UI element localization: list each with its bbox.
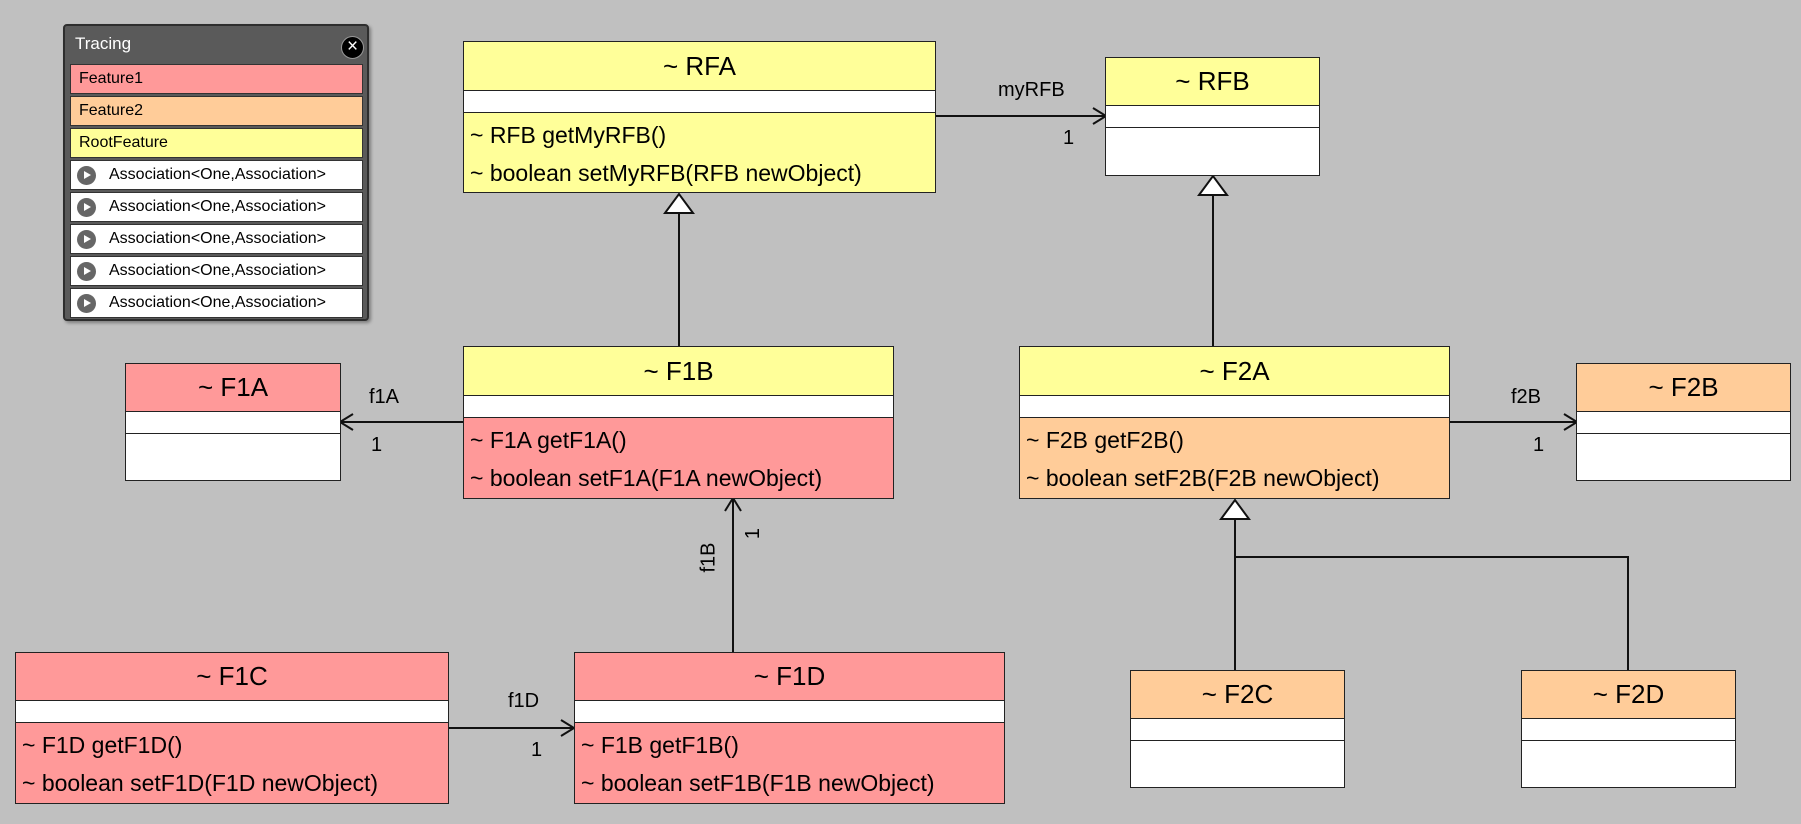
- class-F1B[interactable]: ~ F1B ~ F1A getF1A() ~ boolean setF1A(F1…: [463, 346, 894, 499]
- assoc-f1A-line: [338, 413, 464, 431]
- feature-item-feature1[interactable]: Feature1: [70, 64, 363, 94]
- association-label: Association<One,Association>: [109, 166, 327, 183]
- operation: ~ F2B getF2B(): [1026, 427, 1184, 453]
- class-name: ~ F1D: [575, 653, 1004, 701]
- class-name: ~ F2C: [1131, 671, 1344, 719]
- play-icon[interactable]: [77, 230, 96, 249]
- class-F1A[interactable]: ~ F1A: [125, 363, 341, 481]
- role-label-f1D: f1D: [508, 690, 540, 712]
- generalization-F2A-RFB: [1197, 174, 1229, 346]
- operation: ~ F1A getF1A(): [470, 427, 627, 453]
- operations-compartment: ~ F2B getF2B() ~ boolean setF2B(F2B newO…: [1020, 418, 1449, 498]
- association-label: Association<One,Association>: [109, 198, 327, 215]
- class-name: ~ F1B: [464, 347, 893, 396]
- operations-compartment: ~ F1B getF1B() ~ boolean setF1B(F1B newO…: [575, 723, 1004, 803]
- class-RFB[interactable]: ~ RFB: [1105, 57, 1320, 176]
- attributes-compartment: [1577, 412, 1790, 434]
- assoc-f1B-line: [724, 496, 742, 652]
- operations-compartment: ~ F1D getF1D() ~ boolean setF1D(F1D newO…: [16, 723, 448, 803]
- attributes-compartment: [126, 412, 340, 434]
- operations-compartment: [126, 434, 340, 480]
- class-F1D[interactable]: ~ F1D ~ F1B getF1B() ~ boolean setF1B(F1…: [574, 652, 1005, 804]
- class-name: ~ F2B: [1577, 364, 1790, 412]
- class-name: ~ RFA: [464, 42, 935, 91]
- association-label: Association<One,Association>: [109, 230, 327, 247]
- operations-compartment: ~ F1A getF1A() ~ boolean setF1A(F1A newO…: [464, 418, 893, 498]
- feature-item-rootfeature[interactable]: RootFeature: [70, 128, 363, 158]
- attributes-compartment: [575, 701, 1004, 723]
- association-item[interactable]: Association<One,Association>: [70, 288, 363, 318]
- attributes-compartment: [464, 396, 893, 418]
- tracing-title: Tracing: [75, 34, 132, 53]
- operations-compartment: [1106, 128, 1319, 175]
- role-label-f1A: f1A: [369, 386, 400, 408]
- role-label-myRFB: myRFB: [998, 79, 1065, 101]
- association-item[interactable]: Association<One,Association>: [70, 256, 363, 286]
- class-RFA[interactable]: ~ RFA ~ RFB getMyRFB() ~ boolean setMyRF…: [463, 41, 936, 193]
- class-name: ~ F1A: [126, 364, 340, 412]
- role-label-f1B: f1B: [697, 542, 720, 573]
- tracing-panel: Tracing × Feature1 Feature2 RootFeature …: [63, 24, 369, 321]
- operations-compartment: [1131, 741, 1344, 787]
- assoc-myRFB-line: [935, 107, 1108, 125]
- class-F2C[interactable]: ~ F2C: [1130, 670, 1345, 788]
- class-F2B[interactable]: ~ F2B: [1576, 363, 1791, 481]
- attributes-compartment: [1106, 106, 1319, 128]
- class-F1C[interactable]: ~ F1C ~ F1D getF1D() ~ boolean setF1D(F1…: [15, 652, 449, 804]
- play-icon[interactable]: [77, 166, 96, 185]
- attributes-compartment: [1522, 719, 1735, 741]
- attributes-compartment: [464, 91, 935, 113]
- class-F2D[interactable]: ~ F2D: [1521, 670, 1736, 788]
- operation: ~ F1B getF1B(): [581, 732, 739, 758]
- attributes-compartment: [16, 701, 448, 723]
- feature-item-feature2[interactable]: Feature2: [70, 96, 363, 126]
- multiplicity-label-f1A: 1: [371, 434, 383, 456]
- generalization-F2C-F2D-F2A: [1219, 498, 1629, 670]
- class-name: ~ F2A: [1020, 347, 1449, 396]
- class-name: ~ RFB: [1106, 58, 1319, 106]
- operations-compartment: [1522, 741, 1735, 787]
- association-item[interactable]: Association<One,Association>: [70, 224, 363, 254]
- association-label: Association<One,Association>: [109, 262, 327, 279]
- play-icon[interactable]: [77, 262, 96, 281]
- operation: ~ boolean setF1A(F1A newObject): [470, 465, 823, 491]
- attributes-compartment: [1020, 396, 1449, 418]
- class-name: ~ F1C: [16, 653, 448, 701]
- operations-compartment: [1577, 434, 1790, 480]
- association-label: Association<One,Association>: [109, 294, 327, 311]
- operations-compartment: ~ RFB getMyRFB() ~ boolean setMyRFB(RFB …: [464, 113, 935, 192]
- generalization-F1B-RFA: [663, 192, 695, 346]
- operation: ~ boolean setF1D(F1D newObject): [22, 770, 379, 796]
- multiplicity-label-f1B: 1: [742, 527, 765, 540]
- operation: ~ boolean setF2B(F2B newObject): [1026, 465, 1380, 491]
- operation: ~ F1D getF1D(): [22, 732, 183, 758]
- association-item[interactable]: Association<One,Association>: [70, 192, 363, 222]
- operation: ~ RFB getMyRFB(): [470, 122, 667, 148]
- assoc-f2B-line: [1450, 413, 1579, 431]
- class-name: ~ F2D: [1522, 671, 1735, 719]
- role-label-f2B: f2B: [1511, 386, 1542, 408]
- play-icon[interactable]: [77, 198, 96, 217]
- operation: ~ boolean setF1B(F1B newObject): [581, 770, 935, 796]
- operation: ~ boolean setMyRFB(RFB newObject): [470, 160, 862, 186]
- class-F2A[interactable]: ~ F2A ~ F2B getF2B() ~ boolean setF2B(F2…: [1019, 346, 1450, 499]
- play-icon[interactable]: [77, 294, 96, 313]
- multiplicity-label-myRFB: 1: [1063, 127, 1075, 149]
- multiplicity-label-f2B: 1: [1533, 434, 1545, 456]
- close-icon[interactable]: ×: [341, 36, 364, 59]
- assoc-f1D-line: [448, 719, 576, 737]
- multiplicity-label-f1D: 1: [531, 739, 543, 761]
- association-item[interactable]: Association<One,Association>: [70, 160, 363, 190]
- attributes-compartment: [1131, 719, 1344, 741]
